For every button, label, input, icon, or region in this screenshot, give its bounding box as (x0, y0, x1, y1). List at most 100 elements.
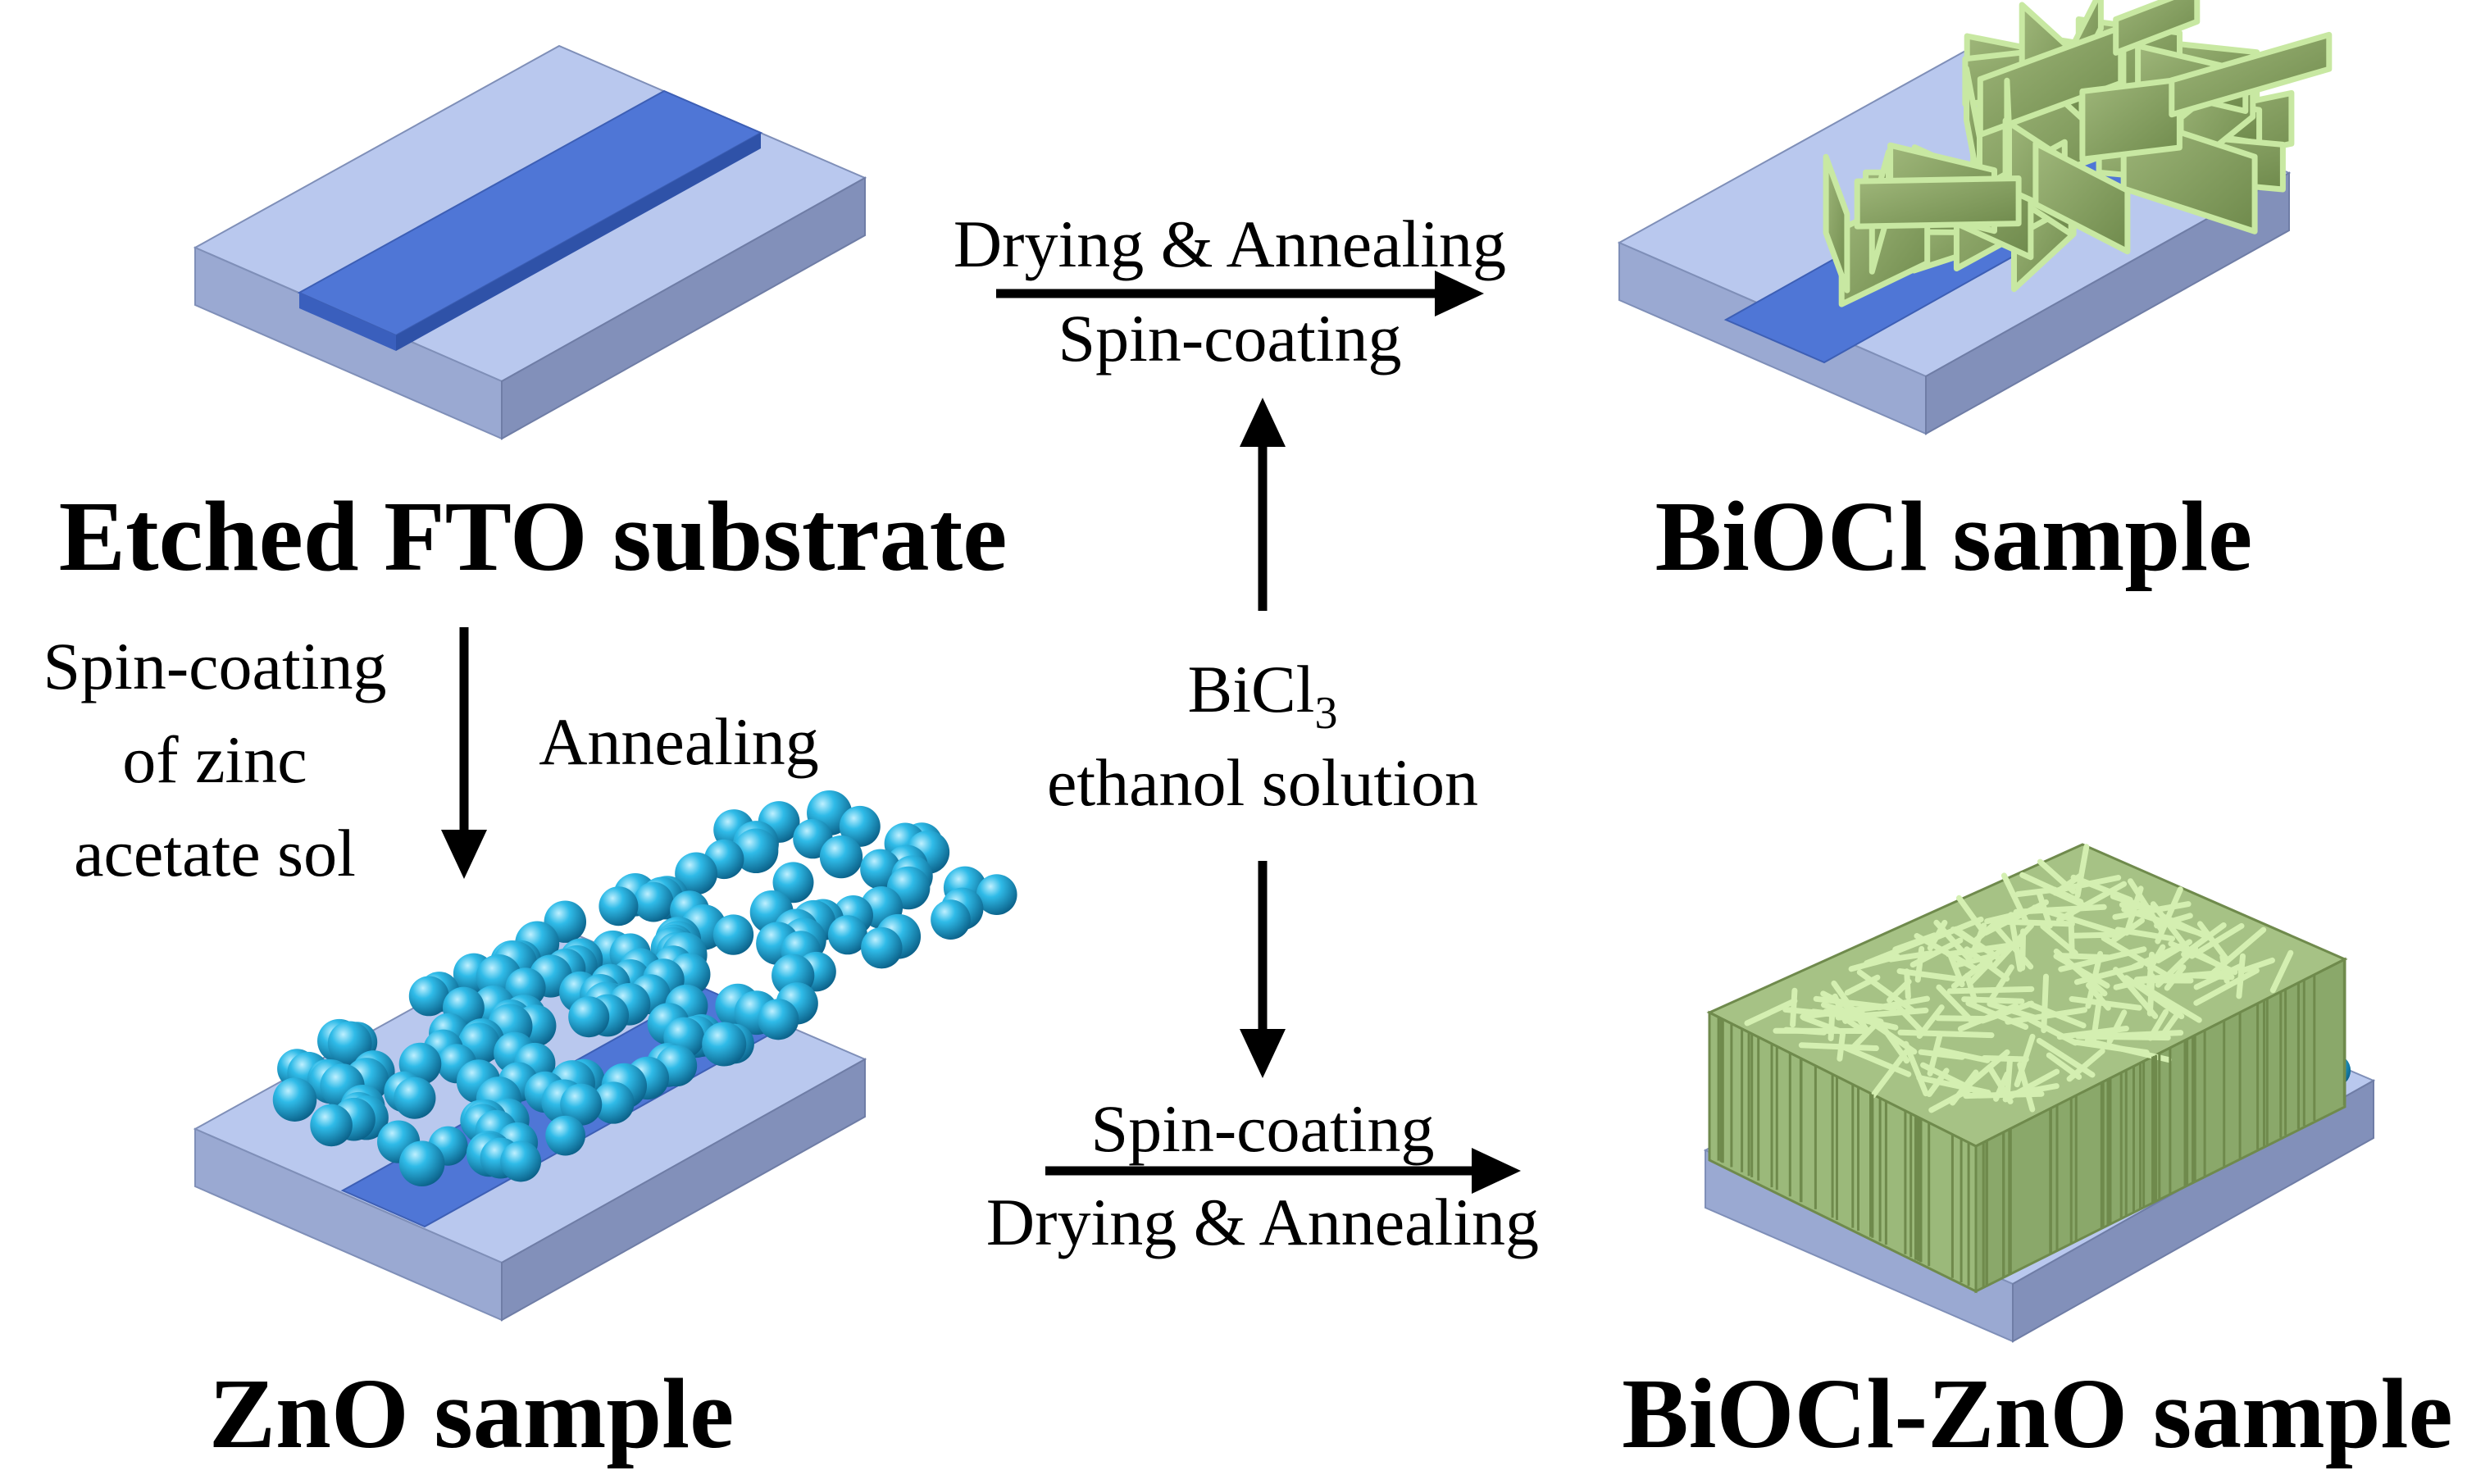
biocl-rod (2091, 993, 2103, 1043)
biocl-rod (1790, 987, 1798, 1028)
biocl-rod (1820, 990, 1868, 1018)
biocl-rod (1926, 1067, 1950, 1097)
zno-sphere (398, 1140, 445, 1186)
biocl-rod (1990, 921, 2034, 970)
fto-substrate-label: Etched FTO substrate (59, 481, 1008, 592)
biocl-rod (1878, 1022, 1910, 1064)
biocl-rod (1870, 1049, 1909, 1099)
biocl-rod (2066, 1048, 2105, 1082)
zno-sphere (394, 1077, 436, 1119)
biocl-rod (1916, 1075, 1991, 1095)
biocl-plate (2032, 140, 2131, 255)
zno-substrate-illustration (193, 790, 1017, 1322)
biocl-rod (1935, 1015, 1990, 1022)
biocl-rod (2101, 1030, 2184, 1040)
biocl-rod (2196, 921, 2229, 961)
biocl-rod (2187, 972, 2235, 981)
step-left-line3: acetate sol (74, 816, 356, 890)
biocl-zno-substrate-illustration (1703, 843, 2376, 1343)
biocl-rod (1896, 968, 1960, 982)
step-left-annealing: Annealing (539, 704, 819, 779)
biocl-zno-sample-label: BiOCl-ZnO sample (1622, 1359, 2452, 1469)
biocl-rod (1849, 1022, 1878, 1051)
biocl-rod (1916, 1004, 1945, 1039)
biocl-rod (1831, 980, 1870, 1033)
biocl-rod (1993, 918, 2075, 927)
biocl-rod (1928, 1086, 1974, 1113)
biocl-rod (2028, 1017, 2078, 1046)
arrow-fto-to-zno (441, 627, 487, 879)
zno-sphere (310, 1104, 353, 1147)
biocl-rod (1892, 932, 1937, 953)
arrow-bicl3-up (1240, 398, 1286, 611)
fto-substrate-illustration (193, 44, 867, 440)
biocl-rod (2164, 964, 2187, 991)
reagent-formula: BiCl3 (1188, 652, 1338, 739)
biocl-rod (1937, 1047, 1991, 1063)
biocl-rod (2014, 1033, 2036, 1088)
biocl-rod (1950, 943, 2010, 990)
reagent-solvent: ethanol solution (1047, 745, 1478, 820)
zno-sphere (568, 996, 610, 1038)
biocl-rod (2041, 973, 2049, 1034)
biocl-rod (1963, 1090, 2045, 1099)
zno-sphere (758, 999, 799, 1040)
zno-sphere (733, 828, 779, 874)
biocl-plate-cluster (1823, 0, 2333, 307)
biocl-rod (2017, 1062, 2036, 1113)
step-left-line2: of zinc (122, 722, 307, 797)
reagent-formula-base: BiCl (1188, 652, 1315, 726)
reagent-formula-subscript: 3 (1314, 688, 1337, 739)
zno-sphere (819, 835, 863, 879)
zno-sphere (500, 1140, 542, 1182)
zno-sphere (599, 886, 639, 926)
arrow-bicl3-down (1240, 861, 1286, 1078)
zno-sphere (633, 881, 674, 922)
biocl-rod (2150, 901, 2190, 951)
biocl-rod (1904, 968, 1911, 1000)
biocl-rod (1893, 1002, 1923, 1033)
biocl-rod (2073, 963, 2144, 986)
biocl-rod (2013, 904, 2107, 915)
biocl-rod (2193, 967, 2260, 1006)
biocl-rod (2237, 957, 2275, 975)
arrow-fto-to-biocl (996, 271, 1484, 316)
biocl-rod (1744, 998, 1798, 1027)
biocl-rod (2068, 909, 2075, 957)
zno-sphere (545, 1115, 585, 1156)
biocl-rod (1965, 1000, 2029, 1030)
biocl-rod (2074, 844, 2090, 899)
arrow-zno-to-biocl-zno (1045, 1148, 1521, 1194)
biocl-rod (2147, 1008, 2169, 1041)
biocl-rod (1981, 1055, 2029, 1063)
zno-sphere (931, 899, 971, 940)
zno-sphere (827, 915, 867, 955)
biocl-rod (2052, 872, 2083, 896)
biocl-rod (2236, 953, 2246, 999)
biocl-rod-texture (1717, 844, 2346, 1289)
zno-sphere (702, 1022, 747, 1067)
biocl-plate (2079, 76, 2183, 162)
biocl-plate (1854, 175, 2022, 230)
biocl-substrate-illustration (1617, 0, 2333, 435)
step-left-line1: Spin-coating (43, 629, 386, 703)
zno-nanoparticle-cluster (272, 790, 1017, 1186)
zno-sphere (772, 862, 814, 904)
step-bottom-line2: Drying & Annealing (986, 1185, 1539, 1259)
biocl-rod (1961, 996, 2025, 1004)
biocl-rod (1897, 1029, 1995, 1039)
zno-sphere (327, 1021, 372, 1066)
biocl-rod (2269, 949, 2294, 994)
step-top-line1: Drying & Annealing (954, 207, 1506, 281)
biocl-rod (1988, 964, 2014, 1002)
biocl-plate (2113, 0, 2201, 56)
zno-sphere (976, 874, 1017, 915)
zno-sphere (839, 805, 881, 847)
biocl-rod (1923, 916, 1984, 945)
biocl-rod (2123, 975, 2185, 1020)
zno-sphere (272, 1077, 317, 1122)
zno-sphere (861, 926, 903, 969)
biocl-rod (1946, 986, 2035, 995)
biocl-sample-label: BiOCl sample (1655, 481, 2253, 592)
